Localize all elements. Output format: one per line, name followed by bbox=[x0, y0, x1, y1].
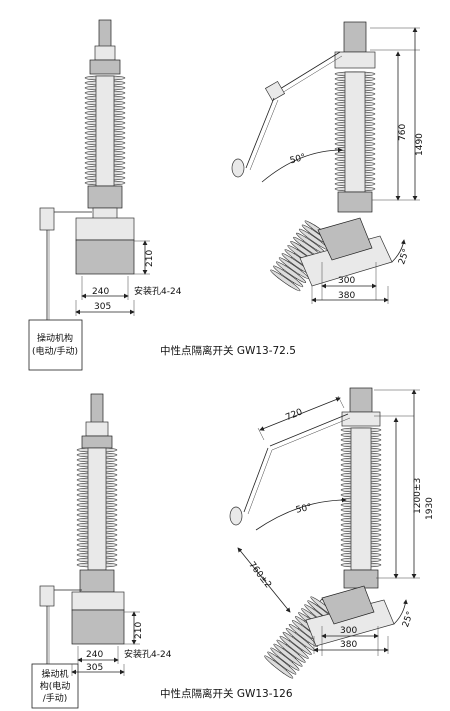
fig2-dim-1930: 1930 bbox=[425, 497, 435, 520]
fig1-front-view: 操动机构 (电动/手动) 210 240 安装孔4-24 305 bbox=[28, 19, 182, 371]
insulator-shed bbox=[282, 631, 312, 655]
fig1-operator-label-2: (电动/手动) bbox=[32, 345, 78, 357]
fig1-dim-1490: 1490 bbox=[415, 133, 425, 156]
fig1-caption: 中性点隔离开关 GW13-72.5 bbox=[160, 344, 296, 357]
fig2-dim-380: 380 bbox=[340, 640, 357, 650]
fig1-dim-760: 760 bbox=[398, 124, 408, 141]
fig1-angle-50: 50° bbox=[289, 153, 307, 167]
fig1-base-body bbox=[75, 239, 135, 275]
fig2-angle-50: 50° bbox=[295, 503, 313, 516]
fig2-dim-760: 760±2 bbox=[246, 560, 273, 590]
fig1-tilted-insulator-sheds bbox=[270, 220, 335, 292]
fig2-side-view: 720 50° 760±2 1200±3 1930 25° 300 380 bbox=[229, 387, 435, 679]
fig2-operator-label-2: 构(电动 bbox=[40, 680, 71, 692]
fig1-side-view: 50° 760 1490 25° 300 380 bbox=[231, 21, 425, 304]
fig2-operator-box bbox=[31, 663, 79, 709]
fig2-angle-25: 25° bbox=[401, 610, 416, 628]
fig2-dim-720: 720 bbox=[284, 407, 304, 423]
fig2-dim-240: 240 bbox=[86, 650, 103, 660]
fig1-operator-label-1: 操动机构 bbox=[37, 332, 73, 344]
fig1-operator-box bbox=[28, 319, 83, 371]
fig2-tilted-insulator-sheds bbox=[264, 596, 340, 679]
fig2-dim-305: 305 bbox=[86, 663, 103, 673]
fig1-dim-305: 305 bbox=[94, 302, 111, 312]
insulator-shed bbox=[273, 643, 303, 667]
fig2-front-view: 操动机 构(电动 /手动) 210 240 安装孔4-24 305 bbox=[31, 393, 172, 709]
fig2-operator-label-1: 操动机 bbox=[41, 668, 68, 680]
insulator-shed bbox=[270, 647, 300, 671]
insulator-shed bbox=[264, 655, 294, 679]
fig1-base-plate bbox=[75, 217, 135, 241]
insulator-shed bbox=[273, 265, 304, 288]
fig2-hole-label: 安装孔4-24 bbox=[124, 648, 172, 660]
fig2-base-body bbox=[71, 609, 125, 645]
fig1-top-terminal bbox=[98, 19, 112, 49]
fig1-dim-380: 380 bbox=[338, 291, 355, 301]
insulator-shed bbox=[279, 635, 309, 659]
insulator-shed bbox=[288, 624, 318, 648]
fig2-dim-210: 210 bbox=[134, 622, 144, 639]
insulator-shed bbox=[270, 269, 301, 292]
insulator-shed bbox=[275, 261, 307, 284]
fig2-operator-label-3: /手动) bbox=[43, 692, 68, 704]
fig1-dim-210: 210 bbox=[145, 250, 155, 267]
fig1-dim-240: 240 bbox=[92, 287, 109, 297]
fig1-dim-300: 300 bbox=[338, 276, 355, 286]
fig2-caption: 中性点隔离开关 GW13-126 bbox=[160, 687, 293, 700]
fig1-angle-25: 25° bbox=[397, 248, 412, 266]
insulator-shed bbox=[276, 639, 306, 663]
insulator-shed bbox=[267, 651, 297, 675]
fig2-dim-1200: 1200±3 bbox=[413, 478, 423, 514]
fig1-hole-label: 安装孔4-24 bbox=[134, 285, 182, 297]
fig2-dim-300: 300 bbox=[340, 626, 357, 636]
